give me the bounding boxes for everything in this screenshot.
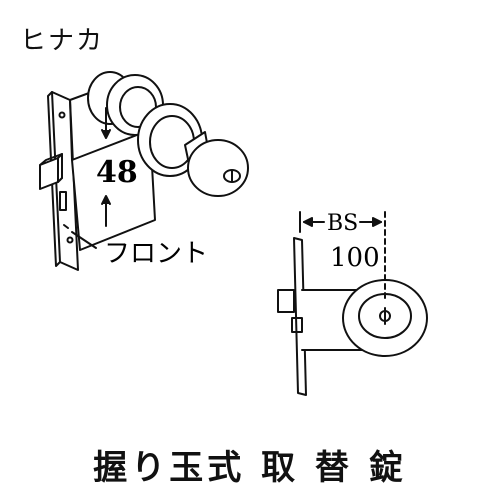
depth-dimension-arrows bbox=[101, 107, 111, 227]
front-label: フロント bbox=[104, 239, 208, 269]
backset-label: BS bbox=[327, 211, 358, 236]
side-view-lock bbox=[277, 237, 428, 396]
depth-value-label: 48 bbox=[96, 155, 138, 190]
latch-bolt bbox=[39, 153, 63, 190]
maker-name: ヒナカ bbox=[20, 26, 105, 56]
backset-dimension bbox=[299, 211, 386, 301]
product-caption: 握り玉式 取 替 錠 bbox=[93, 448, 407, 488]
lock-case-body bbox=[69, 71, 249, 251]
front-leader-line bbox=[71, 231, 97, 249]
backset-value: 100 bbox=[330, 243, 380, 273]
